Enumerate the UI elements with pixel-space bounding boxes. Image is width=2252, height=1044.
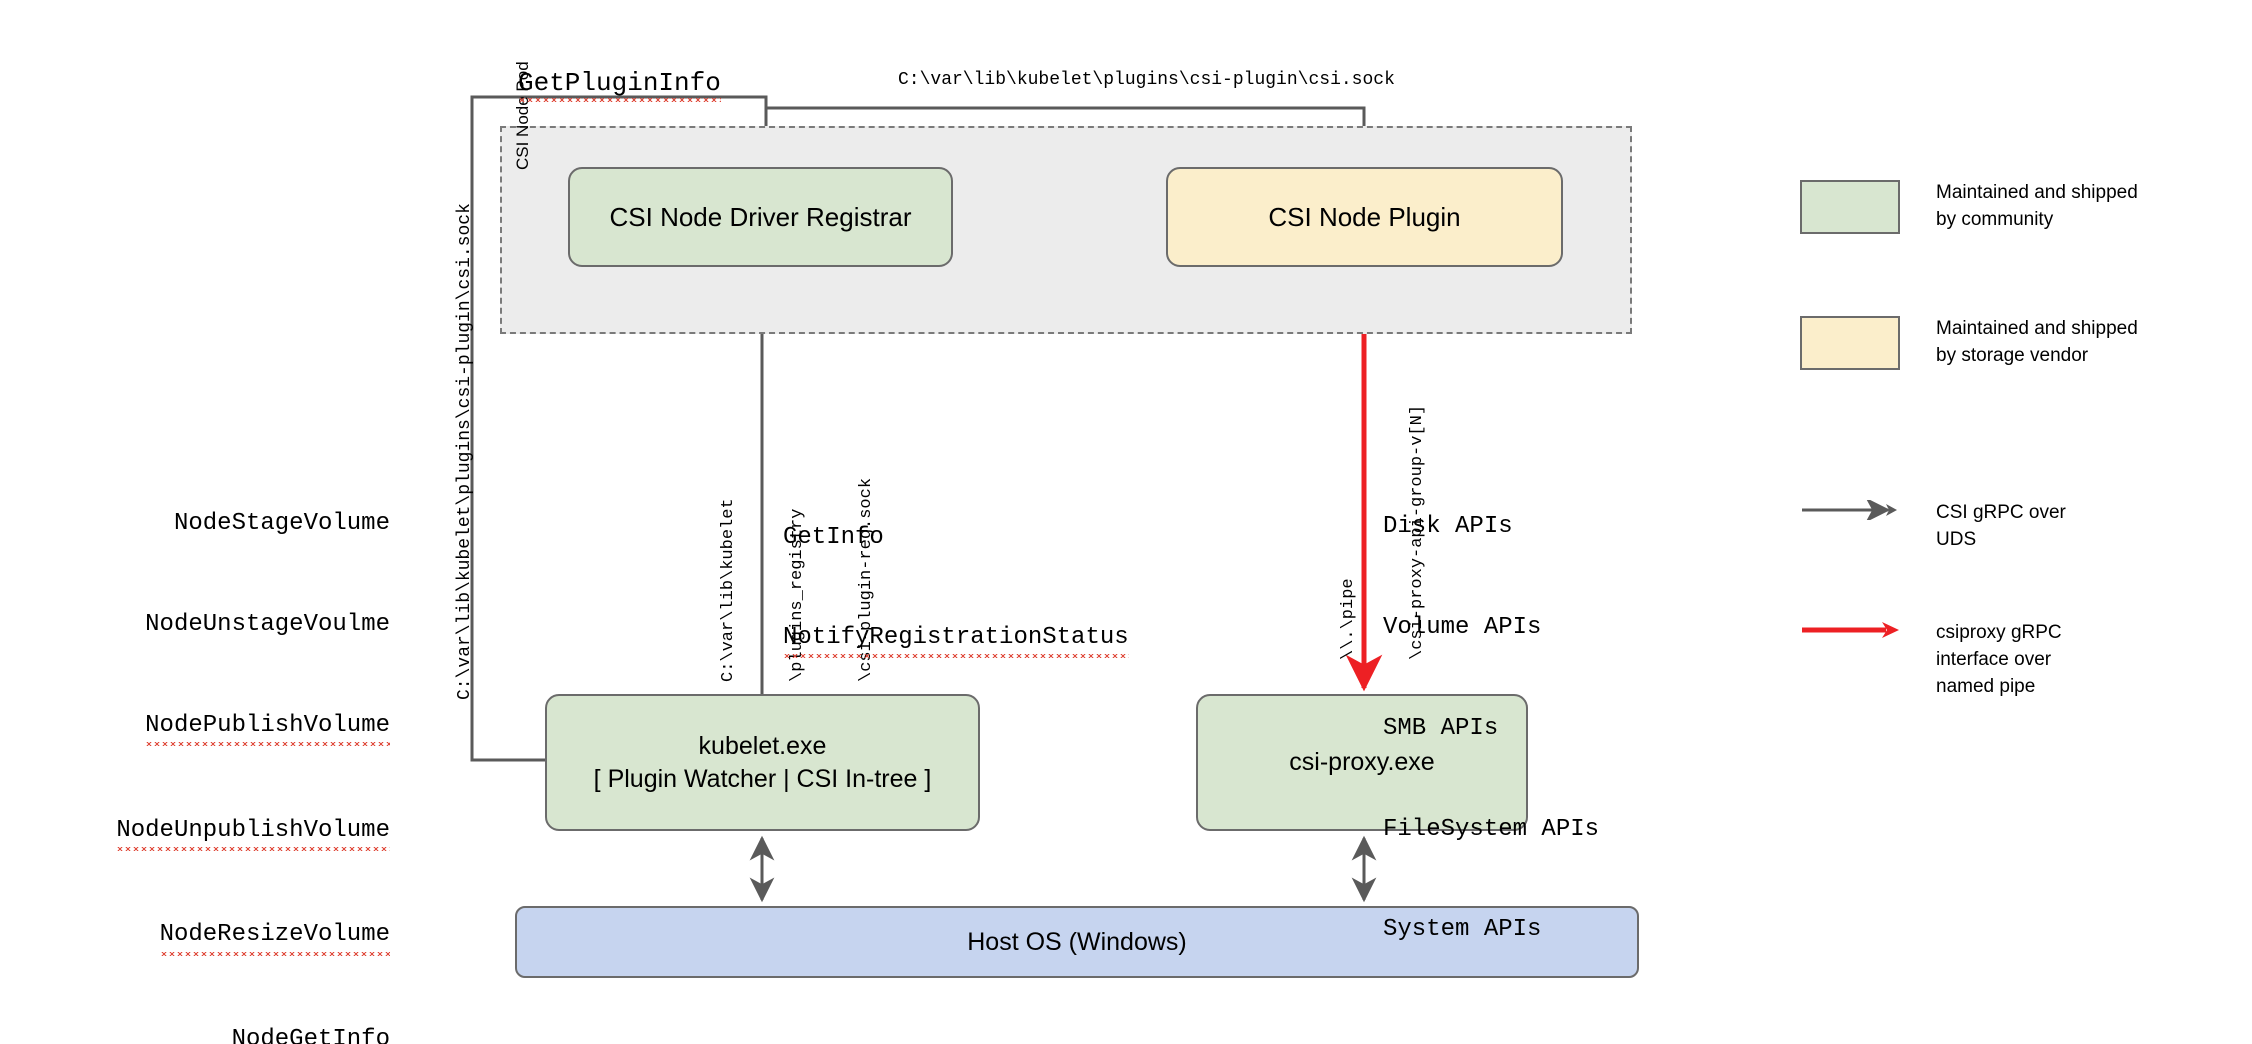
node-service-api-item: NodePublishVolume — [145, 708, 390, 747]
legend-item-csiproxy-named-pipe: csiproxy gRPC interface over named pipe — [1800, 620, 2062, 701]
label-csi-sock-path-top: C:\var\lib\kubelet\plugins\csi-plugin\cs… — [898, 70, 1395, 90]
node-service-api-row: NodeUnstageVoulme — [100, 608, 390, 642]
node-service-api-item: NodeUnpublishVolume — [116, 813, 390, 852]
node-service-api-item: NodeGetInfo — [231, 1023, 390, 1044]
node-host-os-label: Host OS (Windows) — [967, 927, 1187, 956]
node-csi-node-driver-registrar[interactable]: CSI Node Driver Registrar — [568, 167, 953, 267]
csi-proxy-api-item: Disk APIs — [1383, 513, 1513, 541]
legend-swatch-community — [1800, 180, 1900, 234]
registration-call-notify-registration-status: NotifyRegistrationStatus — [783, 620, 1129, 658]
node-service-api-list: NodeStageVolume NodeUnstageVoulme NodePu… — [100, 440, 390, 1044]
legend-label-csiproxy-named-pipe: csiproxy gRPC interface over named pipe — [1936, 622, 2062, 697]
legend-item-storage-vendor: Maintained and shipped by storage vendor — [1800, 316, 2138, 370]
registration-call-get-info: GetInfo — [783, 524, 884, 552]
node-csi-node-plugin-label: CSI Node Plugin — [1268, 201, 1461, 232]
node-csi-node-plugin[interactable]: CSI Node Plugin — [1166, 167, 1563, 267]
registration-socket-path-line-1: C:\var\lib\kubelet — [718, 498, 738, 682]
label-registration-calls: GetInfo NotifyRegistrationStatus — [783, 455, 1129, 724]
legend-arrow-uds-icon — [1802, 500, 1897, 520]
node-service-api-row: NodePublishVolume — [100, 708, 390, 747]
named-pipe-path-line-1: \\.\pipe — [1338, 578, 1358, 660]
legend-item-community: Maintained and shipped by community — [1800, 180, 2138, 234]
label-csi-sock-path-left: C:\var\lib\kubelet\plugins\csi-plugin\cs… — [455, 203, 475, 700]
edge-get-plugin-info — [470, 95, 768, 762]
node-service-api-item: NodeStageVolume — [173, 510, 390, 538]
legend-arrow-named-pipe-icon — [1802, 622, 1899, 638]
legend-swatch-storage-vendor — [1800, 316, 1900, 370]
csi-proxy-api-list: Disk APIs Volume APIs SMB APIs FileSyste… — [1383, 443, 1599, 1014]
node-kubelet-exe-label: kubelet.exe [ Plugin Watcher | CSI In-tr… — [593, 731, 932, 793]
node-csi-node-driver-registrar-label: CSI Node Driver Registrar — [609, 201, 912, 232]
label-get-plugin-info: GetPluginInfo — [518, 68, 721, 102]
legend-label-community: Maintained and shipped by community — [1936, 182, 2138, 230]
node-service-api-row: NodeGetInfo — [100, 1023, 390, 1044]
node-service-api-row: NodeUnpublishVolume — [100, 813, 390, 852]
node-service-api-row: NodeStageVolume — [100, 507, 390, 541]
node-service-api-item: NodeUnstageVoulme — [145, 610, 390, 638]
legend-label-storage-vendor: Maintained and shipped by storage vendor — [1936, 318, 2138, 366]
legend-label-csi-grpc-uds: CSI gRPC over UDS — [1936, 502, 2066, 550]
csi-proxy-api-item: SMB APIs — [1383, 714, 1499, 742]
csi-proxy-api-item: FileSystem APIs — [1383, 815, 1600, 843]
csi-proxy-api-item: Volume APIs — [1383, 613, 1542, 641]
node-service-api-row: NodeResizeVolume — [100, 918, 390, 956]
csi-proxy-api-item: System APIs — [1383, 916, 1542, 944]
node-service-api-item: NodeResizeVolume — [159, 918, 390, 956]
legend-item-csi-grpc-uds: CSI gRPC over UDS — [1800, 500, 2066, 554]
